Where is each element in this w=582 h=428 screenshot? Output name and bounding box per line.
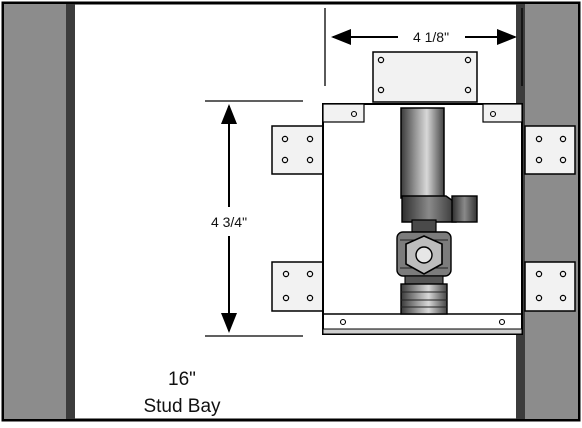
- stud-bay-text: Stud Bay: [143, 396, 221, 417]
- left-lower-bracket: [271, 261, 324, 312]
- right-stud: [516, 4, 578, 419]
- left-upper-bracket: [271, 125, 324, 175]
- valve-body: [401, 195, 457, 223]
- left-stud: [4, 4, 75, 419]
- supply-pipe: [400, 107, 445, 199]
- height-dimension-label: 4 3/4": [211, 214, 247, 230]
- stud-bay-label: 16" Stud Bay: [143, 369, 221, 417]
- outlet-fitting: [400, 283, 448, 315]
- valve-assembly: [396, 107, 478, 315]
- height-dimension: 4 3/4": [205, 100, 303, 337]
- top-mounting-bracket: [372, 51, 478, 103]
- valve-handle: [451, 195, 478, 223]
- right-upper-bracket: [524, 125, 576, 175]
- width-dimension: 4 1/8": [324, 8, 523, 86]
- width-dimension-label: 4 1/8": [413, 29, 449, 45]
- right-lower-bracket: [524, 261, 576, 312]
- stud-bay-size: 16": [168, 369, 196, 390]
